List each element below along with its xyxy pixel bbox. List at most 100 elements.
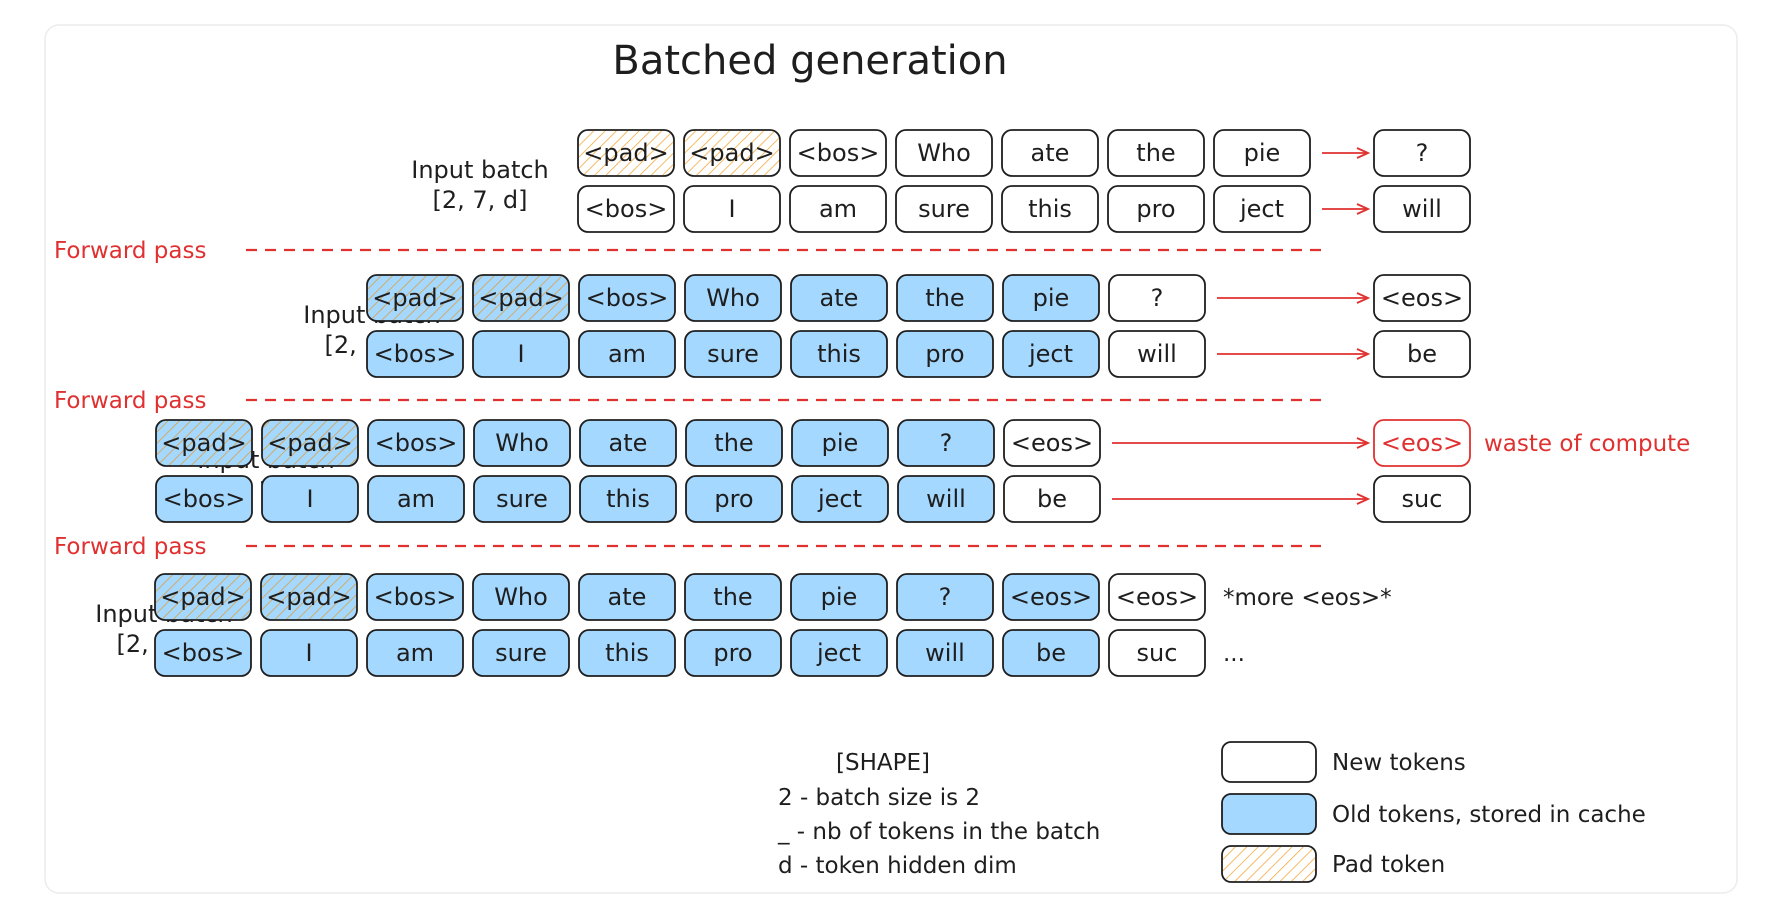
cached-token: ate bbox=[790, 274, 888, 322]
token-text: I bbox=[728, 195, 735, 223]
token-text: ate bbox=[1031, 139, 1070, 167]
cached-token: ject bbox=[790, 629, 888, 677]
cached-token: pie bbox=[1002, 274, 1100, 322]
new-token: <eos> bbox=[1108, 573, 1206, 621]
token-text: ject bbox=[1239, 195, 1284, 223]
token-text: ject bbox=[1028, 340, 1073, 368]
new-token: I bbox=[683, 185, 781, 233]
token-text: sure bbox=[707, 340, 759, 368]
cached-token: <bos> bbox=[366, 330, 464, 378]
token-text: the bbox=[714, 429, 753, 457]
forward-pass-separator: Forward pass bbox=[54, 238, 1322, 264]
token-text: Who bbox=[917, 139, 971, 167]
token-text: ? bbox=[1151, 284, 1164, 312]
output-token: be bbox=[1373, 330, 1471, 378]
legend-item-pad: Pad token bbox=[1221, 845, 1445, 883]
token-text: suc bbox=[1137, 639, 1178, 667]
token-text: pro bbox=[714, 485, 753, 513]
legend-label: New tokens bbox=[1332, 750, 1466, 776]
token-text: pro bbox=[713, 639, 752, 667]
output-token-text: <eos> bbox=[1381, 284, 1463, 312]
cached-token: <eos> bbox=[1002, 573, 1100, 621]
token-text: <bos> bbox=[797, 139, 880, 167]
legend: [SHAPE]2 - batch size is 2_ - nb of toke… bbox=[777, 741, 1646, 883]
token-text: pie bbox=[1033, 284, 1070, 312]
token-text: this bbox=[606, 485, 650, 513]
cached-token: ject bbox=[791, 475, 889, 523]
trailing-note: ... bbox=[1223, 641, 1245, 667]
token-text: ate bbox=[609, 429, 648, 457]
cached-token: the bbox=[896, 274, 994, 322]
token-text: ? bbox=[939, 583, 952, 611]
cached-token: this bbox=[578, 629, 676, 677]
token-text: <bos> bbox=[162, 639, 245, 667]
pad-token: <pad> bbox=[683, 129, 781, 177]
cached-token: <bos> bbox=[154, 629, 252, 677]
cached-token: ject bbox=[1002, 330, 1100, 378]
token-text: I bbox=[306, 485, 313, 513]
forward-pass-label: Forward pass bbox=[54, 238, 206, 264]
new-token: suc bbox=[1108, 629, 1206, 677]
token-text: the bbox=[925, 284, 964, 312]
token-text: pie bbox=[1244, 139, 1281, 167]
token-text: Who bbox=[706, 284, 760, 312]
forward-pass-separator: Forward pass bbox=[54, 534, 1322, 560]
token-text: will bbox=[926, 485, 966, 513]
token-text: am bbox=[397, 485, 435, 513]
token-text: pro bbox=[925, 340, 964, 368]
output-token-text: will bbox=[1402, 195, 1442, 223]
cached-token: this bbox=[579, 475, 677, 523]
token-text: ? bbox=[940, 429, 953, 457]
token-text: the bbox=[713, 583, 752, 611]
cached-token: will bbox=[897, 475, 995, 523]
cached-token: I bbox=[260, 629, 358, 677]
token-text: this bbox=[605, 639, 649, 667]
token-text: <pad> bbox=[267, 429, 352, 457]
token-text: <bos> bbox=[375, 429, 458, 457]
token-text: pie bbox=[822, 429, 859, 457]
token-text: <bos> bbox=[374, 340, 457, 368]
output-token-text: suc bbox=[1402, 485, 1443, 513]
output-token: <eos> bbox=[1373, 419, 1471, 467]
diagram-frame bbox=[44, 24, 1738, 894]
token-text: <bos> bbox=[585, 195, 668, 223]
legend-label: Old tokens, stored in cache bbox=[1332, 802, 1646, 828]
new-token: pie bbox=[1213, 129, 1311, 177]
cached-token: ? bbox=[897, 419, 995, 467]
cached-token: Who bbox=[472, 573, 570, 621]
input-batch-label: Input batch[2, 7, d] bbox=[411, 156, 549, 214]
legend-swatch bbox=[1221, 793, 1317, 835]
cached-token: sure bbox=[472, 629, 570, 677]
token-text: will bbox=[1137, 340, 1177, 368]
legend-item-new: New tokens bbox=[1221, 741, 1466, 783]
cached-token: pro bbox=[896, 330, 994, 378]
cached-token: pie bbox=[790, 573, 888, 621]
cached-token: am bbox=[578, 330, 676, 378]
token-text: sure bbox=[495, 639, 547, 667]
legend-label: Pad token bbox=[1332, 852, 1445, 878]
new-token: <eos> bbox=[1003, 419, 1101, 467]
output-token-text: <eos> bbox=[1381, 429, 1463, 457]
token-text: <bos> bbox=[163, 485, 246, 513]
token-text: <eos> bbox=[1011, 429, 1093, 457]
cached-token: <bos> bbox=[366, 573, 464, 621]
new-token: ? bbox=[1108, 274, 1206, 322]
output-token-text: be bbox=[1407, 340, 1437, 368]
token-text: ate bbox=[820, 284, 859, 312]
shape-legend-line: _ - nb of tokens in the batch bbox=[777, 819, 1100, 845]
cached-token: I bbox=[472, 330, 570, 378]
token-text: <eos> bbox=[1116, 583, 1198, 611]
token-text: ate bbox=[608, 583, 647, 611]
token-text: sure bbox=[496, 485, 548, 513]
pad-token: <pad> bbox=[472, 274, 570, 322]
cached-token: Who bbox=[473, 419, 571, 467]
token-text: Who bbox=[494, 583, 548, 611]
new-token: the bbox=[1107, 129, 1205, 177]
token-text: Who bbox=[495, 429, 549, 457]
cached-token: be bbox=[1002, 629, 1100, 677]
cached-token: pro bbox=[684, 629, 782, 677]
new-token: ate bbox=[1001, 129, 1099, 177]
token-text: I bbox=[517, 340, 524, 368]
cached-token: Who bbox=[684, 274, 782, 322]
new-token: Who bbox=[895, 129, 993, 177]
